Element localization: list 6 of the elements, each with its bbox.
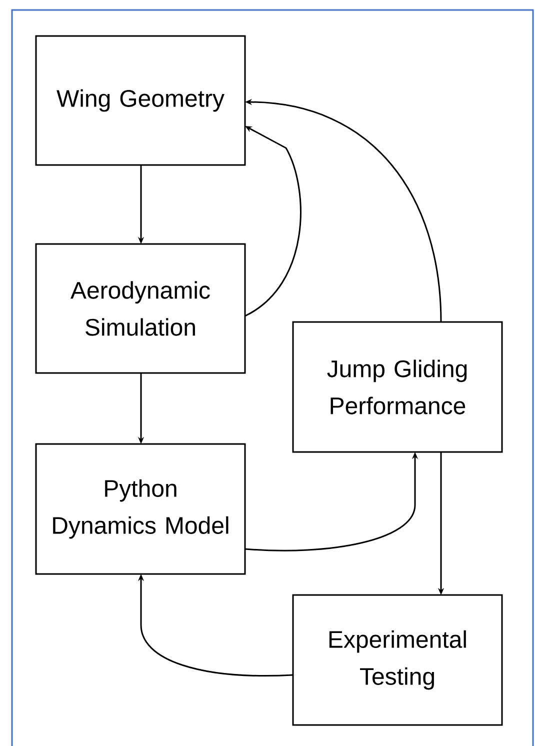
arrow: [244, 126, 302, 317]
process-box: Jump Gliding Performance: [292, 321, 503, 453]
process-box: Aerodynamic Simulation: [35, 243, 246, 374]
process-box: Experimental Testing: [292, 594, 503, 726]
process-box: Wing Geometry: [35, 35, 246, 166]
process-box: Python Dynamics Model: [35, 443, 246, 575]
